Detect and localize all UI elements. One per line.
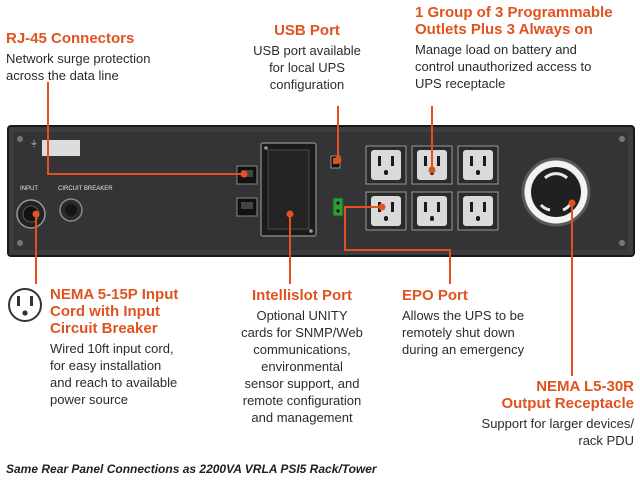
callout-lines [35, 82, 573, 376]
epo-title: EPO Port [402, 287, 468, 304]
rj45-title: RJ-45 Connectors [6, 30, 135, 47]
nema515-desc: Wired 10ft input cord, for easy installa… [50, 341, 178, 407]
callout-nema-5-15p: NEMA 5-15P Input Cord with Input Circuit… [50, 286, 230, 408]
callout-dots [32, 156, 576, 218]
outlets-desc: Manage load on battery and control unaut… [415, 42, 592, 91]
panel-screw [17, 136, 23, 142]
callout-usb: USB Port USB port available for local UP… [242, 22, 372, 93]
circuit-breaker-button [65, 204, 77, 216]
panel-screw [619, 240, 625, 246]
epo-desc: Allows the UPS to be remotely shut down … [402, 308, 525, 357]
epo-port [332, 197, 344, 217]
panel-screw [619, 136, 625, 142]
ground-symbol: ⏚ [30, 139, 38, 148]
outlets-title: 1 Group of 3 Programmable Outlets Plus 3… [415, 4, 613, 38]
l530-title: NEMA L5-30R Output Receptacle [501, 378, 634, 412]
nema515-title: NEMA 5-15P Input Cord with Input Circuit… [50, 286, 179, 337]
callout-rj45: RJ-45 Connectors Network surge protectio… [6, 30, 216, 84]
callout-nema-l5-30r: NEMA L5-30R Output Receptacle Support fo… [430, 378, 634, 449]
callout-epo: EPO Port Allows the UPS to be remotely s… [402, 287, 562, 358]
rj45-desc: Network surge protection across the data… [6, 51, 151, 83]
callout-intellislot: Intellislot Port Optional UNITY cards fo… [222, 287, 382, 426]
intellislot-desc: Optional UNITY cards for SNMP/Web commun… [241, 308, 363, 425]
usb-title: USB Port [274, 22, 340, 39]
callout-outlets: 1 Group of 3 Programmable Outlets Plus 3… [415, 4, 640, 92]
footer-caption: Same Rear Panel Connections as 2200VA VR… [6, 462, 377, 476]
l530-desc: Support for larger devices/ rack PDU [481, 416, 634, 448]
panel-info-label [42, 140, 80, 156]
input-label: INPUT [20, 186, 38, 192]
panel-screw [17, 240, 23, 246]
nema-5-20r-outlets [365, 145, 499, 231]
usb-desc: USB port available for local UPS configu… [253, 43, 361, 92]
intellislot-title: Intellislot Port [251, 287, 352, 304]
nema-5-15p-plug-icon [8, 288, 42, 322]
breaker-label: CIRCUIT BREAKER [58, 186, 113, 192]
